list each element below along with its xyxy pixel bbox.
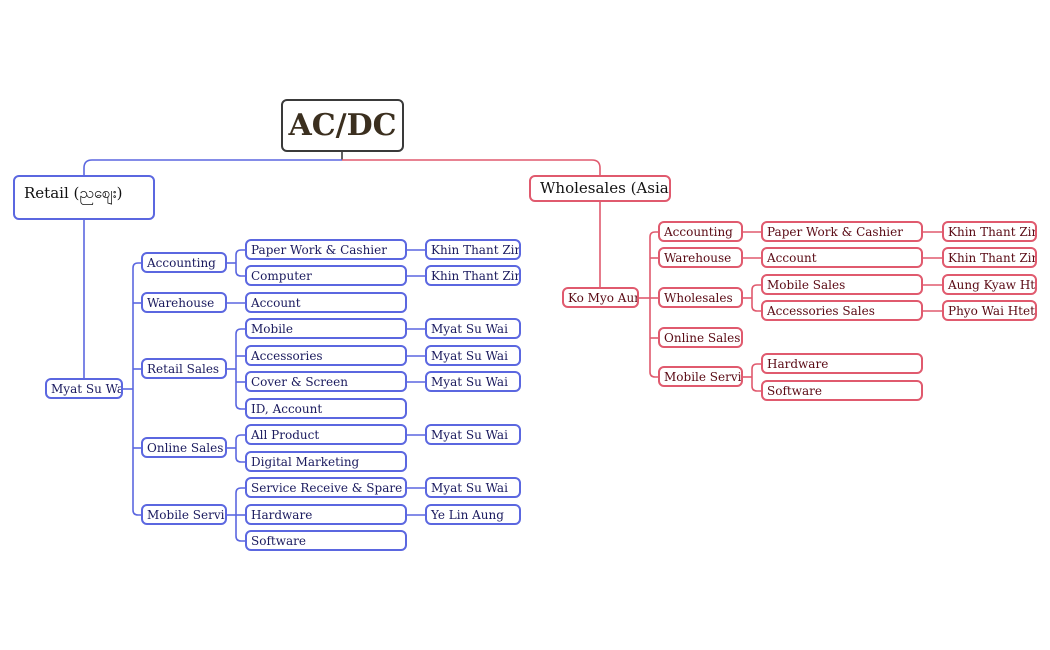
retail-person-node[interactable]: Khin Thant Zin — [425, 265, 521, 286]
retail-task-node[interactable]: Paper Work & Cashier — [245, 239, 407, 260]
retail-dept-accounting[interactable]: Accounting — [141, 252, 227, 273]
wholesales-task-connector — [751, 363, 761, 370]
retail-task-node[interactable]: Digital Marketing — [245, 451, 407, 472]
retail-dept-warehouse[interactable]: Warehouse — [141, 292, 227, 313]
retail-person-node[interactable]: Khin Thant Zin — [425, 239, 521, 260]
retail-task-connector — [235, 403, 245, 410]
wholesales-task-node[interactable]: Hardware — [761, 353, 923, 374]
wholesales-dept-online-sales[interactable]: Online Sales — [658, 327, 743, 348]
wholesales-task-connector — [751, 305, 761, 312]
retail-task-connector — [235, 249, 245, 256]
retail-dept-retail-sales[interactable]: Retail Sales — [141, 358, 227, 379]
retail-task-connector — [235, 487, 245, 494]
wholesales-dept-accounting[interactable]: Accounting — [658, 221, 743, 242]
retail-task-node[interactable]: Software — [245, 530, 407, 551]
retail-dept-connector — [132, 262, 141, 269]
retail-task-connector — [235, 270, 245, 277]
retail-task-node[interactable]: Service Receive & Spare Parts — [245, 477, 407, 498]
wholesales-person-node[interactable]: Aung Kyaw Htay — [942, 274, 1037, 295]
retail-task-connector — [235, 434, 245, 441]
retail-task-connector — [235, 535, 245, 542]
wholesales-person-node[interactable]: Phyo Wai Htet — [942, 300, 1037, 321]
retail-person-node[interactable]: Myat Su Wai — [425, 424, 521, 445]
retail-task-node[interactable]: Computer — [245, 265, 407, 286]
wholesales-task-node[interactable]: Accessories Sales — [761, 300, 923, 321]
retail-person-node[interactable]: Ye Lin Aung — [425, 504, 521, 525]
retail-task-node[interactable]: Hardware — [245, 504, 407, 525]
wholesales-dept-warehouse[interactable]: Warehouse — [658, 247, 743, 268]
wholesales-task-connector — [751, 284, 761, 291]
retail-task-node[interactable]: Accessories — [245, 345, 407, 366]
retail-task-connector — [235, 456, 245, 463]
wholesales-manager-node[interactable]: Ko Myo Aung — [562, 287, 639, 308]
wholesales-dept-connector — [649, 231, 658, 238]
retail-task-node[interactable]: Cover & Screen — [245, 371, 407, 392]
wholesales-dept-connector — [649, 371, 658, 378]
wholesales-person-node[interactable]: Khin Thant Zin — [942, 221, 1037, 242]
root-wholesales-connector — [342, 159, 601, 175]
wholesales-task-node[interactable]: Paper Work & Cashier — [761, 221, 923, 242]
retail-task-connector — [235, 328, 245, 335]
retail-task-node[interactable]: Mobile — [245, 318, 407, 339]
wholesales-task-node[interactable]: Mobile Sales — [761, 274, 923, 295]
retail-task-node[interactable]: All Product — [245, 424, 407, 445]
wholesales-person-node[interactable]: Khin Thant Zin — [942, 247, 1037, 268]
retail-task-node[interactable]: Account — [245, 292, 407, 313]
wholesales-task-node[interactable]: Software — [761, 380, 923, 401]
wholesales-task-connector — [751, 385, 761, 392]
retail-manager-node[interactable]: Myat Su Wai — [45, 378, 123, 399]
wholesales-branch-node[interactable]: Wholesales (Asia) — [529, 175, 671, 202]
wholesales-dept-wholesales[interactable]: Wholesales — [658, 287, 743, 308]
wholesales-task-node[interactable]: Account — [761, 247, 923, 268]
root-retail-connector — [83, 159, 342, 175]
retail-dept-connector — [132, 509, 141, 516]
wholesales-dept-mobile-service[interactable]: Mobile Service — [658, 366, 743, 387]
retail-task-node[interactable]: ID, Account — [245, 398, 407, 419]
retail-person-node[interactable]: Myat Su Wai — [425, 371, 521, 392]
retail-dept-online-sales[interactable]: Online Sales — [141, 437, 227, 458]
retail-branch-node[interactable]: Retail (ညစျေး) — [13, 175, 155, 220]
retail-person-node[interactable]: Myat Su Wai — [425, 477, 521, 498]
retail-person-node[interactable]: Myat Su Wai — [425, 318, 521, 339]
retail-dept-mobile-service[interactable]: Mobile Service — [141, 504, 227, 525]
retail-person-node[interactable]: Myat Su Wai — [425, 345, 521, 366]
root-node[interactable]: AC/DC — [281, 99, 404, 152]
